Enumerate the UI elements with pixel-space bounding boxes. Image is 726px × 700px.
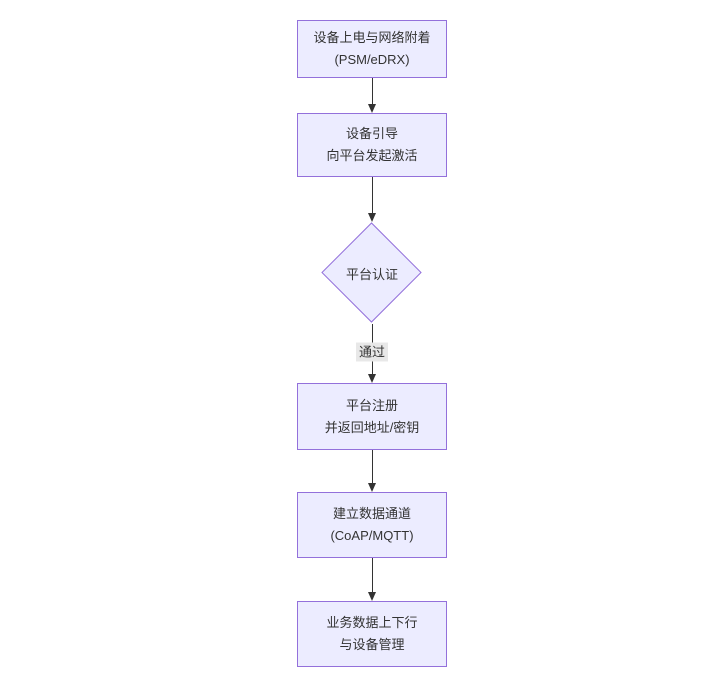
arrowhead-down-icon: [367, 213, 376, 222]
node-register: 平台注册 并返回地址/密钥: [297, 383, 447, 450]
arrow-shaft: [371, 558, 373, 593]
arrowhead-down-icon: [367, 592, 376, 601]
arrow-shaft: [371, 450, 373, 484]
node-business-data-line2: 与设备管理: [339, 637, 405, 652]
edge-label-pass: 通过: [355, 342, 389, 362]
node-register-line1: 平台注册: [345, 397, 398, 413]
node-bootstrap-line2: 向平台发起激活: [326, 148, 418, 163]
node-bootstrap: 设备引导 向平台发起激活: [297, 113, 447, 177]
node-data-channel-line2: (CoAP/MQTT): [330, 528, 414, 543]
arrow-shaft: [371, 177, 373, 214]
node-business-data: 业务数据上下行 与设备管理: [297, 601, 447, 667]
node-power-attach-line2: (PSM/eDRX): [334, 52, 410, 67]
node-register-line2: 并返回地址/密钥: [324, 419, 420, 435]
arrowhead-down-icon: [367, 104, 376, 113]
node-bootstrap-line1: 设备引导: [345, 126, 398, 141]
node-business-data-line1: 业务数据上下行: [326, 615, 418, 630]
node-data-channel: 建立数据通道 (CoAP/MQTT): [297, 492, 447, 558]
arrow-shaft: [371, 78, 373, 105]
node-power-attach: 设备上电与网络附着 (PSM/eDRX): [297, 20, 447, 78]
node-data-channel-line1: 建立数据通道: [332, 506, 411, 521]
decision-platform-auth: 平台认证: [321, 222, 423, 324]
arrowhead-down-icon: [367, 374, 376, 383]
node-power-attach-line1: 设备上电与网络附着: [313, 30, 431, 45]
decision-platform-auth-label: 平台认证: [345, 266, 398, 282]
arrowhead-down-icon: [367, 483, 376, 492]
